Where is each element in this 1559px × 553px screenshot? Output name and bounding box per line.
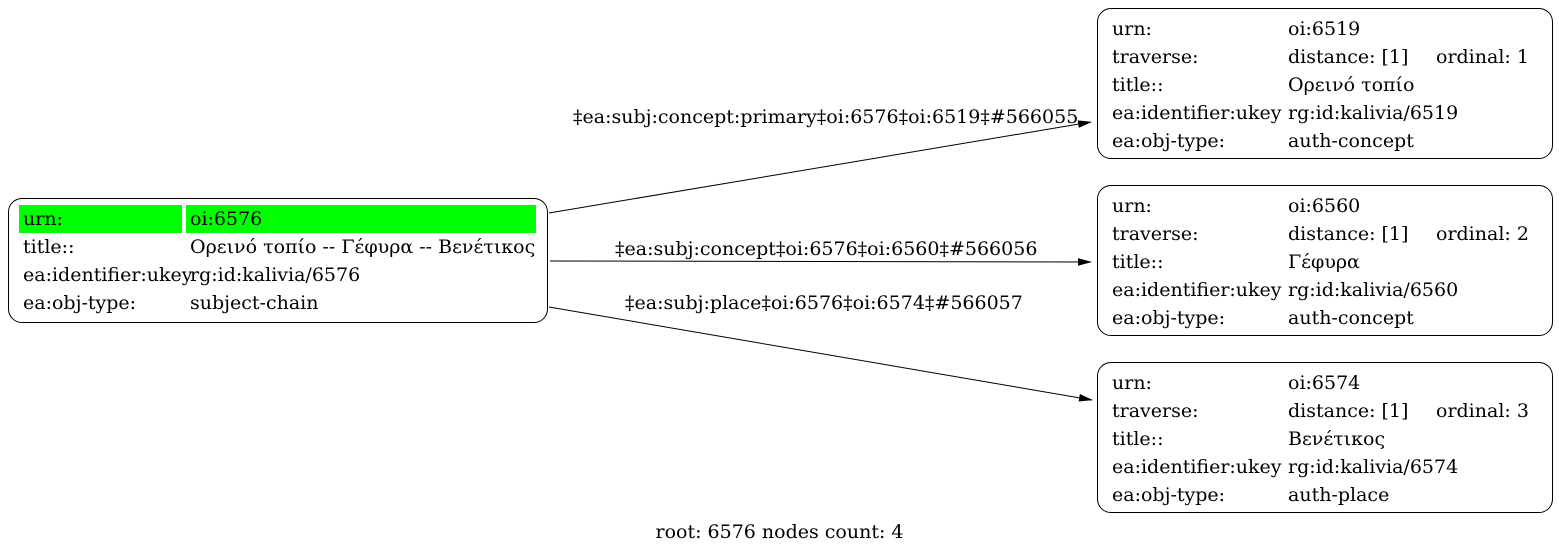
edge-label-concept: ‡ea:subj:concept‡oi:6576‡oi:6560‡#566056: [615, 238, 1038, 260]
node-row-ukey: ea:identifier:ukey rg:id:kalivia/6560: [1098, 276, 1552, 304]
row-value: distance: [1] ordinal: 2: [1284, 220, 1541, 248]
node-row-traverse: traverse: distance: [1] ordinal: 3: [1098, 397, 1552, 425]
row-label: title::: [23, 236, 75, 258]
node-row-objtype: ea:obj-type: auth-concept: [1098, 127, 1552, 155]
row-label: urn:: [19, 205, 182, 233]
node-6574: urn: oi:6574 traverse: distance: [1] ordi…: [1097, 362, 1553, 513]
traverse-distance: distance: [1]: [1288, 46, 1409, 68]
row-label: ea:obj-type:: [1112, 484, 1226, 506]
row-label: ea:identifier:ukey: [1112, 279, 1282, 301]
row-value: Βενέτικος: [1288, 428, 1386, 450]
traverse-distance: distance: [1]: [1288, 223, 1409, 245]
row-value: rg:id:kalivia/6576: [190, 264, 361, 286]
row-value: auth-concept: [1288, 307, 1414, 329]
row-value: rg:id:kalivia/6519: [1288, 102, 1459, 124]
node-row-title: title:: Ορεινό τοπίο: [1098, 71, 1552, 99]
node-row-ukey: ea:identifier:ukey rg:id:kalivia/6519: [1098, 99, 1552, 127]
node-row-objtype: ea:obj-type: subject-chain: [9, 289, 547, 317]
traverse-distance: distance: [1]: [1288, 400, 1409, 422]
row-value: auth-concept: [1288, 130, 1414, 152]
row-label: urn:: [1112, 372, 1152, 394]
row-value: Ορεινό τοπίο: [1288, 74, 1415, 96]
row-value: auth-place: [1288, 484, 1390, 506]
node-row-title: title:: Γέφυρα: [1098, 248, 1552, 276]
row-label: urn:: [1112, 18, 1152, 40]
row-label: ea:obj-type:: [1112, 130, 1226, 152]
row-value: Γέφυρα: [1288, 251, 1360, 273]
node-row-title: title:: Βενέτικος: [1098, 425, 1552, 453]
row-label: title::: [1112, 251, 1164, 273]
row-label: ea:identifier:ukey: [1112, 456, 1282, 478]
node-row-urn: urn: oi:6560: [1098, 192, 1552, 220]
row-value: distance: [1] ordinal: 1: [1284, 43, 1541, 71]
row-value: subject-chain: [190, 292, 319, 314]
row-label: traverse:: [1112, 223, 1199, 245]
node-row-ukey: ea:identifier:ukey rg:id:kalivia/6576: [9, 261, 547, 289]
node-row-title: title:: Ορεινό τοπίο -- Γέφυρα -- Βενέτι…: [9, 233, 547, 261]
edge-line-concept: [549, 258, 1092, 266]
graph-caption: root: 6576 nodes count: 4: [655, 521, 904, 543]
node-row-urn: urn: oi:6519: [1098, 15, 1552, 43]
node-6560: urn: oi:6560 traverse: distance: [1] ordi…: [1097, 185, 1553, 336]
row-label: ea:obj-type:: [23, 292, 137, 314]
edge-line-place: [548, 306, 1093, 402]
row-label: ea:obj-type:: [1112, 307, 1226, 329]
row-label: title::: [1112, 428, 1164, 450]
row-value: rg:id:kalivia/6560: [1288, 279, 1459, 301]
node-row-objtype: ea:obj-type: auth-place: [1098, 481, 1552, 509]
node-root-6576: urn: oi:6576 title:: Ορεινό τοπίο -- Γέφ…: [8, 198, 548, 323]
row-label: ea:identifier:ukey: [23, 264, 193, 286]
node-row-traverse: traverse: distance: [1] ordinal: 2: [1098, 220, 1552, 248]
edge-label-place: ‡ea:subj:place‡oi:6576‡oi:6574‡#566057: [625, 292, 1023, 314]
row-label: urn:: [1112, 195, 1152, 217]
row-label: traverse:: [1112, 400, 1199, 422]
row-value: rg:id:kalivia/6574: [1288, 456, 1459, 478]
node-row-ukey: ea:identifier:ukey rg:id:kalivia/6574: [1098, 453, 1552, 481]
row-label: ea:identifier:ukey: [1112, 102, 1282, 124]
node-row-urn: urn: oi:6576: [9, 205, 547, 233]
row-label: traverse:: [1112, 46, 1199, 68]
node-row-objtype: ea:obj-type: auth-concept: [1098, 304, 1552, 332]
node-row-traverse: traverse: distance: [1] ordinal: 1: [1098, 43, 1552, 71]
edge-label-concept-primary: ‡ea:subj:concept:primary‡oi:6576‡oi:6519…: [573, 106, 1079, 128]
edge-line-concept-primary: [548, 120, 1092, 214]
node-6519: urn: oi:6519 traverse: distance: [1] ordi…: [1097, 8, 1553, 159]
traverse-ordinal: ordinal: 2: [1436, 223, 1529, 245]
row-value: distance: [1] ordinal: 3: [1284, 397, 1541, 425]
row-value: oi:6519: [1288, 18, 1361, 40]
row-value: oi:6560: [1288, 195, 1361, 217]
node-row-urn: urn: oi:6574: [1098, 369, 1552, 397]
traverse-ordinal: ordinal: 3: [1436, 400, 1529, 422]
row-value: oi:6574: [1288, 372, 1361, 394]
traverse-ordinal: ordinal: 1: [1436, 46, 1529, 68]
row-label: title::: [1112, 74, 1164, 96]
row-value: oi:6576: [186, 205, 536, 233]
row-value: Ορεινό τοπίο -- Γέφυρα -- Βενέτικος: [190, 236, 536, 258]
